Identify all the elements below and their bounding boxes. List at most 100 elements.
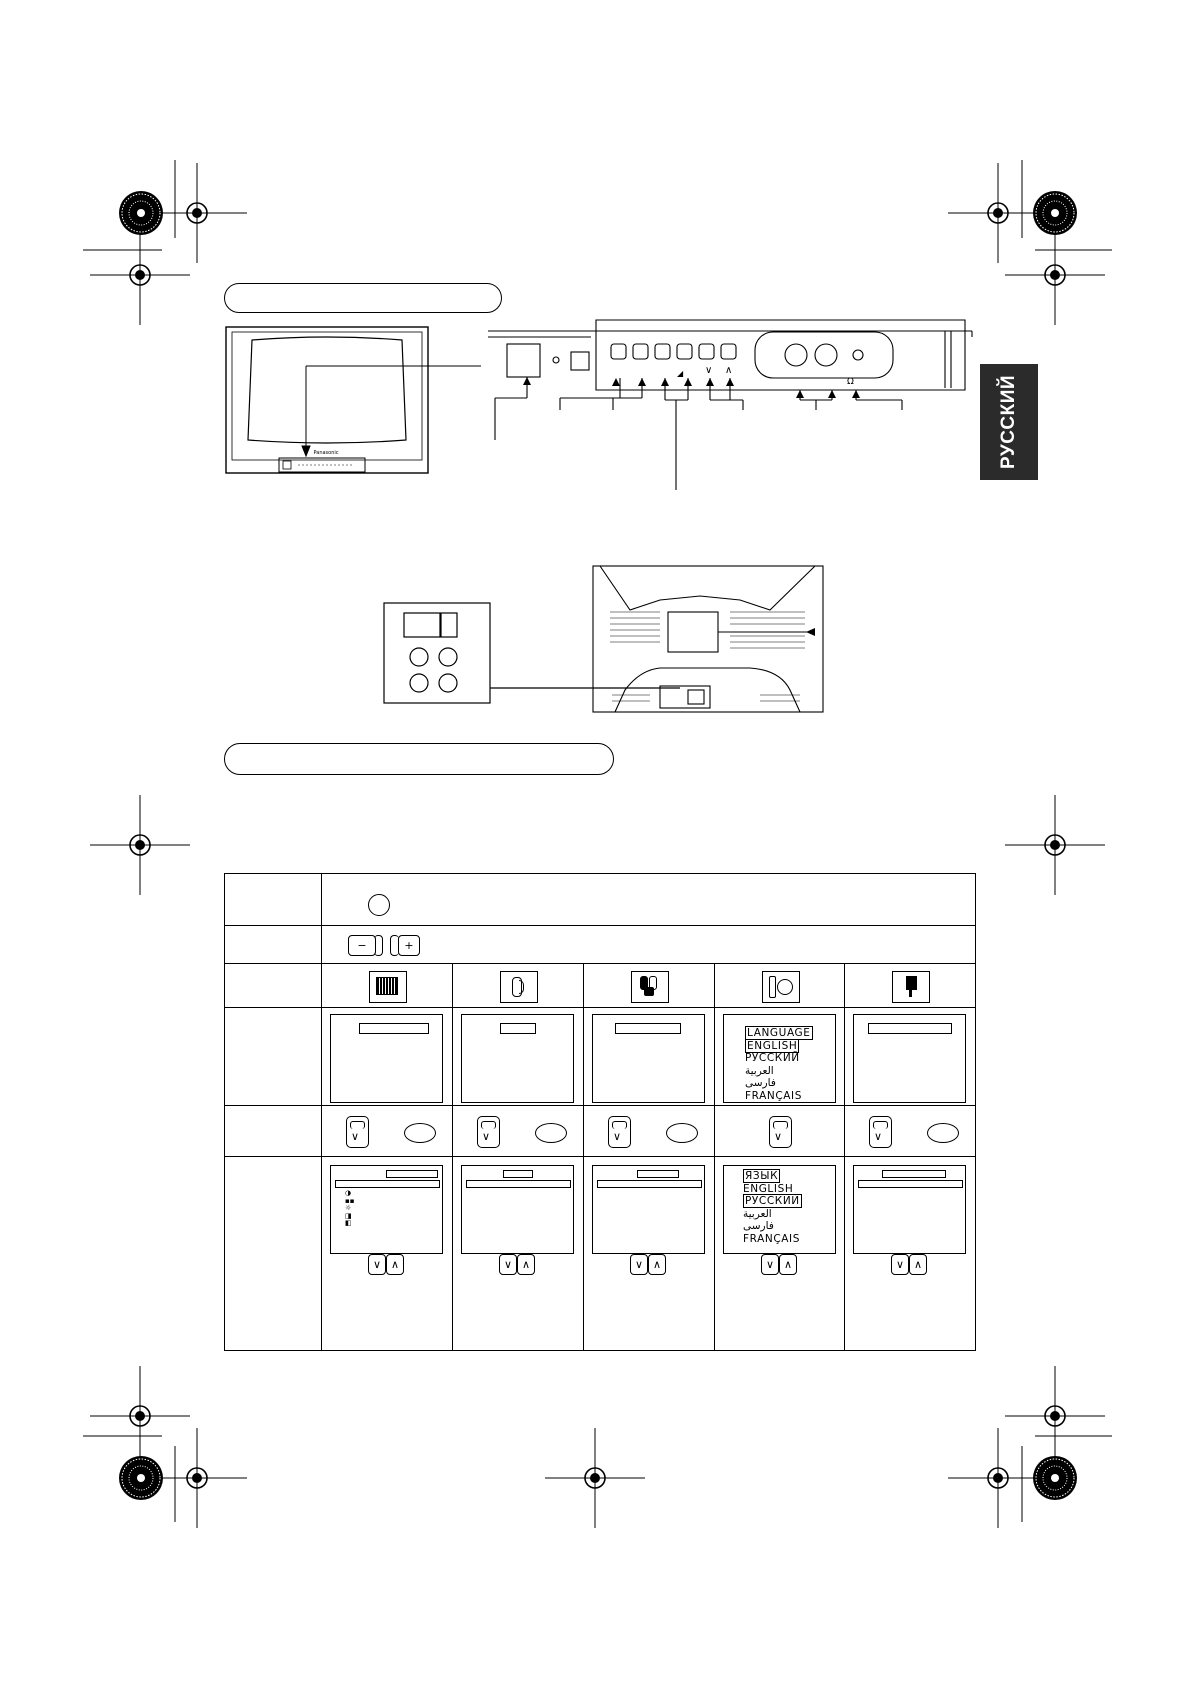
row-label-cell xyxy=(224,963,322,1008)
rear-vent-grilles xyxy=(610,611,805,702)
ok-key xyxy=(927,1123,959,1143)
color-calibration-mark xyxy=(1032,190,1078,236)
screen-cell xyxy=(321,1007,453,1106)
down-key: ∨ xyxy=(499,1254,517,1275)
up-key: ∧ xyxy=(386,1254,404,1275)
language-option: ENGLISH xyxy=(745,1038,800,1053)
plus-key-end xyxy=(390,935,399,956)
osd-highlight-bar xyxy=(466,1180,571,1188)
color-calibration-mark xyxy=(118,190,164,236)
submenu-cell: ∨ ∧ xyxy=(452,1156,584,1351)
ok-key xyxy=(535,1123,567,1143)
setup-menu-icon xyxy=(892,971,930,1003)
up-key: ∧ xyxy=(648,1254,666,1275)
language-option: FRANÇAIS xyxy=(743,1232,801,1245)
submenu-item-icons: ◑▪▪☼◨◧ xyxy=(345,1189,355,1227)
screen-cell xyxy=(452,1007,584,1106)
down-up-keys: ∨ ∧ xyxy=(368,1254,404,1275)
tv-brand-text: Panasonic xyxy=(313,450,339,456)
ok-key xyxy=(404,1123,436,1143)
submenu-cell: ◑▪▪☼◨◧ ∨ ∧ xyxy=(321,1156,453,1351)
down-key: ∨ xyxy=(346,1116,369,1148)
osd-submenu-screen: ◑▪▪☼◨◧ xyxy=(330,1165,443,1254)
down-key: ∨ xyxy=(608,1116,631,1148)
section-heading-menu xyxy=(224,743,614,775)
osd-submenu-screen xyxy=(461,1165,574,1254)
table-row: − + xyxy=(224,925,977,964)
svg-text:∨: ∨ xyxy=(705,365,712,376)
menu-key-cell xyxy=(320,873,977,926)
language-option: العربية xyxy=(745,1064,774,1077)
table-row: ◑▪▪☼◨◧ ∨ ∧ ∨ ∧ ∨ xyxy=(224,1156,977,1351)
svg-text:◢: ◢ xyxy=(677,369,684,378)
picture-menu-icon-cell xyxy=(321,963,453,1008)
osd-title-bar xyxy=(882,1170,946,1178)
up-key: ∧ xyxy=(779,1254,797,1275)
sound-menu-icon-cell xyxy=(452,963,584,1008)
language-option: العربية xyxy=(743,1207,772,1220)
keys-cell: ∨ xyxy=(843,1105,977,1157)
osd-screen xyxy=(330,1014,443,1103)
row-label-cell xyxy=(224,1007,322,1106)
osd-highlight-bar xyxy=(597,1180,702,1188)
osd-title-bar xyxy=(503,1170,533,1178)
language-option: فارسی xyxy=(743,1220,774,1232)
screen-cell xyxy=(583,1007,715,1106)
down-up-keys: ∨ ∧ xyxy=(761,1254,797,1275)
language-menu-title: ЯЗЫК xyxy=(743,1169,781,1183)
language-option: ENGLISH xyxy=(743,1182,794,1195)
language-menu-list: LANGUAGE ENGLISH РУССКИЙ العربية فارسی F… xyxy=(745,1026,813,1102)
keys-cell: ∨ xyxy=(714,1105,845,1157)
submenu-cell: ∨ ∧ xyxy=(843,1156,977,1351)
pointer-arrowheads xyxy=(523,377,860,398)
language-option: РУССКИЙ xyxy=(745,1052,800,1064)
osd-screen xyxy=(592,1014,705,1103)
tv-rear-illustration xyxy=(592,565,824,713)
registration-mark xyxy=(89,794,191,896)
row-label-cell xyxy=(224,1156,322,1351)
trim-marks xyxy=(83,160,1112,1522)
down-key: ∨ xyxy=(869,1116,892,1148)
language-option: FRANÇAIS xyxy=(745,1089,803,1102)
sound-menu-icon xyxy=(500,971,538,1003)
down-key: ∨ xyxy=(769,1116,792,1148)
control-panel-illustration xyxy=(488,319,973,490)
language-side-tab: РУССКИЙ xyxy=(980,364,1038,480)
language-option: РУССКИЙ xyxy=(743,1194,802,1208)
up-key: ∧ xyxy=(517,1254,535,1275)
table-row: ∨ ∨ ∨ ∨ ∨ xyxy=(224,1105,977,1157)
down-key: ∨ xyxy=(477,1116,500,1148)
keys-cell: ∨ xyxy=(321,1105,453,1157)
submenu-cell: ∨ ∧ xyxy=(583,1156,715,1351)
language-menu-list-ru: ЯЗЫК ENGLISH РУССКИЙ العربية فارسی FRANÇ… xyxy=(743,1169,802,1245)
osd-title-bar xyxy=(500,1023,536,1034)
osd-title-bar xyxy=(615,1023,681,1034)
osd-screen xyxy=(461,1014,574,1103)
features-menu-icon-cell xyxy=(583,963,715,1008)
volume-keys-cell: − + xyxy=(320,925,977,964)
screen-cell xyxy=(843,1007,977,1106)
tv-brand-badge: Panasonic xyxy=(306,450,346,456)
language-menu-title: LANGUAGE xyxy=(745,1026,813,1040)
language-menu-icon xyxy=(762,971,800,1003)
osd-language-screen: LANGUAGE ENGLISH РУССКИЙ العربية فارسی F… xyxy=(723,1014,836,1103)
ok-key xyxy=(666,1123,698,1143)
minus-key-end xyxy=(374,935,383,956)
down-up-keys: ∨ ∧ xyxy=(499,1254,535,1275)
color-calibration-mark xyxy=(118,1455,164,1501)
down-key: ∨ xyxy=(368,1254,386,1275)
screen-cell: LANGUAGE ENGLISH РУССКИЙ العربية فارسی F… xyxy=(714,1007,845,1106)
language-menu-icon-cell xyxy=(714,963,845,1008)
menu-steps-table: − + xyxy=(224,873,977,1351)
registration-mark xyxy=(544,1427,646,1529)
osd-submenu-screen xyxy=(853,1165,966,1254)
osd-title-bar xyxy=(386,1170,438,1178)
section-heading-controls xyxy=(224,283,502,313)
plus-key: + xyxy=(398,935,420,956)
language-side-tab-label: РУССКИЙ xyxy=(998,374,1019,470)
table-row xyxy=(224,873,977,926)
tv-front-illustration xyxy=(225,326,481,474)
registration-mark xyxy=(89,224,191,326)
row-label-cell xyxy=(224,925,322,964)
